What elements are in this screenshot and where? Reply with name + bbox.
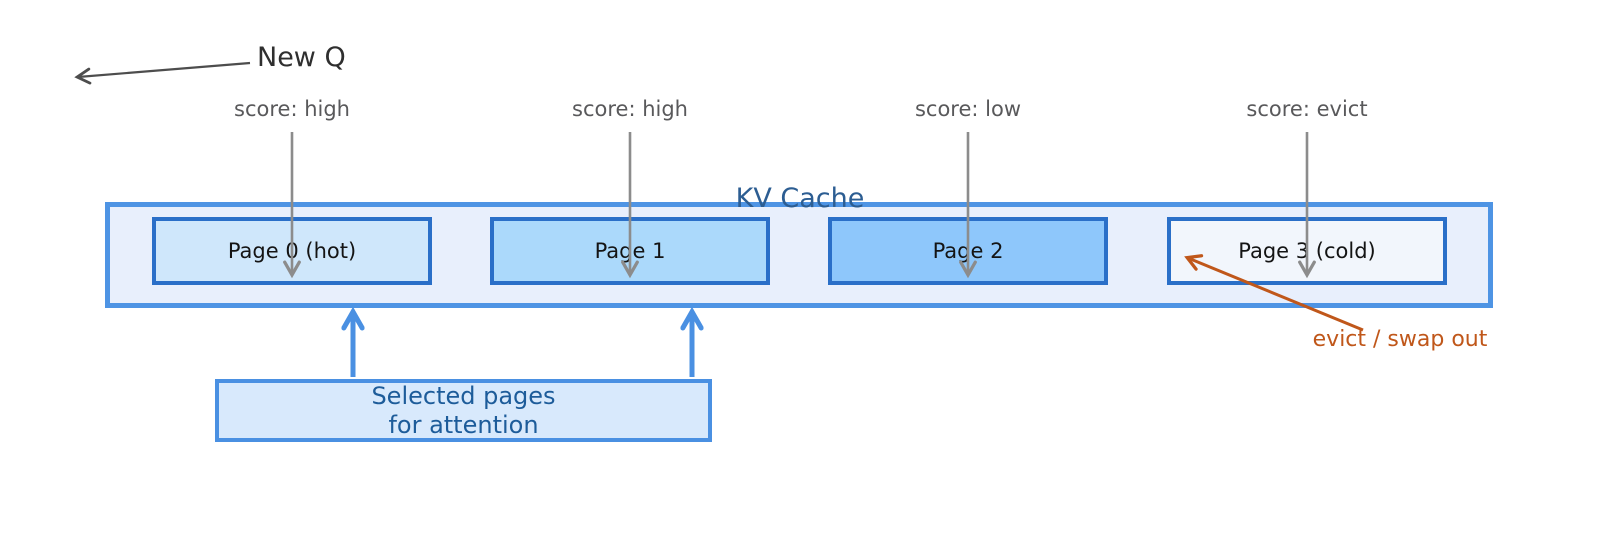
page-box-3-label: Page 3 (cold)	[1238, 239, 1376, 263]
page-box-2-label: Page 2	[932, 239, 1004, 263]
new-q-label: New Q	[257, 42, 346, 73]
kv-cache-title: KV Cache	[735, 183, 865, 214]
selected-pages-line1: Selected pages	[371, 381, 556, 410]
selected-pages-line2: for attention	[388, 410, 539, 439]
page-box-3: Page 3 (cold)	[1167, 217, 1447, 285]
score-label-page1: score: high	[572, 97, 688, 121]
score-label-page0: score: high	[234, 97, 350, 121]
page-box-1: Page 1	[490, 217, 770, 285]
page-box-0: Page 0 (hot)	[152, 217, 432, 285]
page-box-1-label: Page 1	[594, 239, 666, 263]
page-box-0-label: Page 0 (hot)	[227, 239, 357, 263]
page-box-2: Page 2	[828, 217, 1108, 285]
score-label-page3: score: evict	[1246, 97, 1368, 121]
score-label-page2: score: low	[914, 97, 1022, 121]
new-q-arrow	[74, 61, 251, 85]
selected-pages-box: Selected pages for attention	[215, 379, 712, 442]
evict-swap-out-label: evict / swap out	[1312, 327, 1488, 352]
